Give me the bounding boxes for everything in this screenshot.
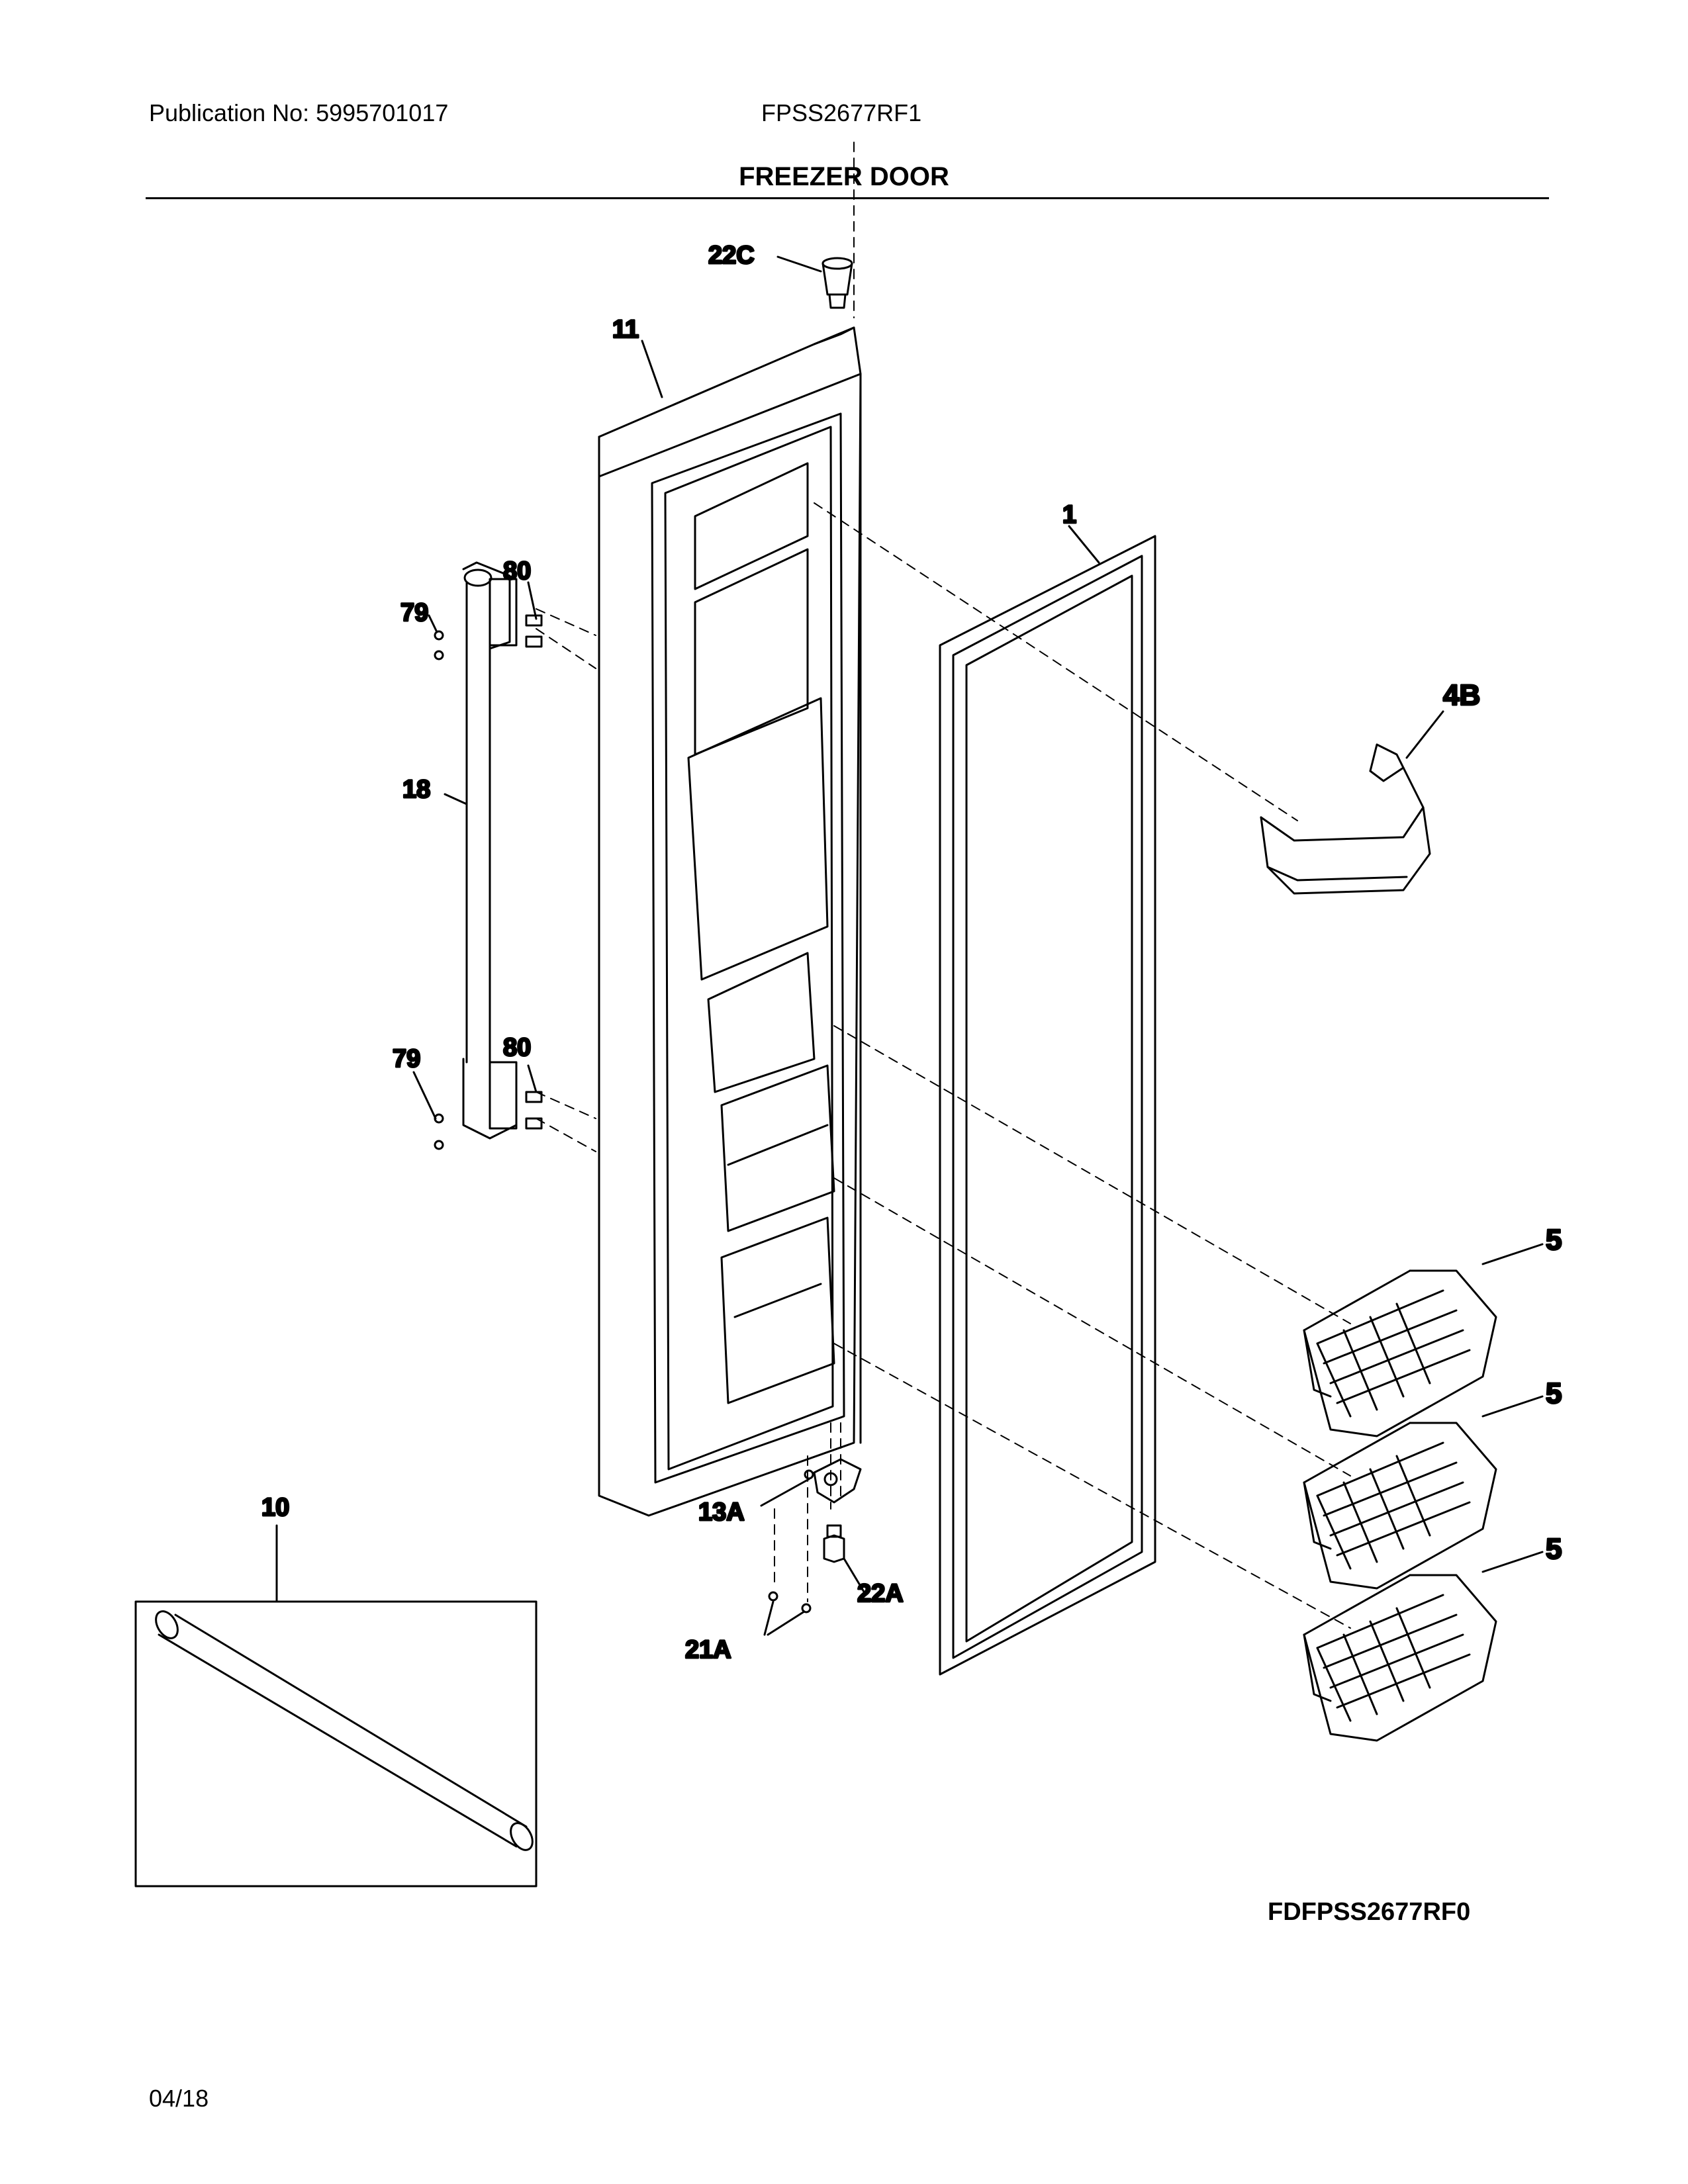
callout-18: 18 [402,776,430,803]
callout-10: 10 [261,1494,289,1522]
callout-79-top: 79 [400,599,428,627]
basket-1 [1303,1269,1497,1437]
publication-number: Publication No: 5995701017 [149,99,449,126]
header-divider [146,197,1549,199]
callout-80-top: 80 [503,557,531,585]
parts-79-80-screws [434,614,543,1150]
part-1-door-gasket [939,535,1156,1676]
callout-13a: 13A [698,1498,745,1526]
section-title: FREEZER DOOR [739,162,949,191]
part-10-tube [134,1600,538,1888]
part-22c-cap [821,257,853,309]
basket-2 [1303,1422,1497,1590]
part-13a-bracket [804,1458,862,1504]
callout-1: 1 [1062,501,1076,529]
callout-22a: 22A [857,1580,904,1608]
callout-11: 11 [612,316,639,343]
part-22a-pin [823,1524,845,1563]
callout-5-third: 5 [1546,1533,1562,1565]
leader-lines [275,255,1544,1636]
model-number: FPSS2677RF1 [761,99,922,126]
callout-80-bottom: 80 [503,1034,531,1062]
parts-21a-screws [768,1591,812,1614]
callout-79-bottom: 79 [393,1045,420,1073]
callout-4b: 4B [1443,679,1480,711]
basket-3 [1303,1574,1497,1742]
callout-21a: 21A [685,1636,731,1664]
part-4b-door-bin [1260,743,1431,895]
alignment-lines [536,142,1351,1629]
callout-22c: 22C [708,242,755,269]
diagram-code: FDFPSS2677RF0 [1268,1898,1471,1926]
callout-5-second: 5 [1546,1377,1562,1410]
part-18-handle [462,561,518,1140]
callout-5-first: 5 [1546,1224,1562,1256]
part-11-door-assembly [598,326,862,1517]
revision-date: 04/18 [149,2085,209,2112]
parts-5-baskets [1303,1269,1497,1742]
